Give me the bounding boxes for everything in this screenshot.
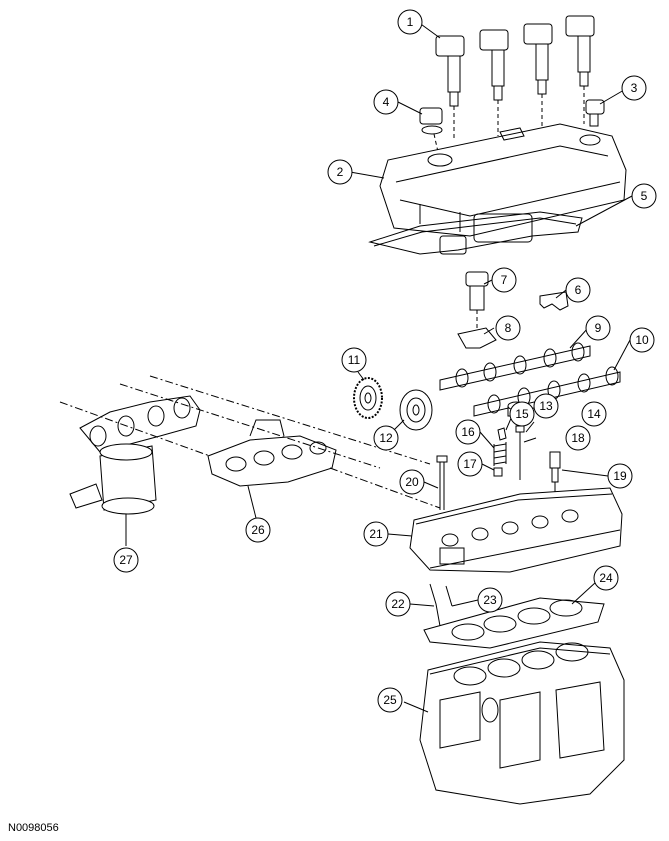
callout-8: 8 [505, 321, 512, 335]
valve-spring [493, 442, 507, 466]
callout-25: 25 [383, 693, 397, 707]
callout-1: 1 [407, 15, 414, 29]
callout-11: 11 [348, 353, 361, 367]
callout-5: 5 [641, 189, 648, 203]
valve [515, 425, 525, 480]
callout-10: 10 [635, 333, 649, 347]
callout-15: 15 [515, 407, 529, 421]
spark-plug [549, 451, 561, 492]
cylinder-block [419, 641, 625, 805]
callout-2: 2 [337, 165, 344, 179]
camshaft-bearing-cap [539, 291, 569, 311]
callout-9: 9 [595, 321, 602, 335]
callout-21: 21 [369, 527, 383, 541]
callout-12: 12 [379, 431, 393, 445]
valve-cover-gasket [368, 211, 583, 255]
oil-filler-cap [419, 107, 443, 153]
camshaft-sensor [585, 99, 605, 127]
callout-14: 14 [587, 407, 601, 421]
callout-circles [113, 9, 657, 713]
valve-keepers [497, 427, 507, 441]
callout-27: 27 [119, 553, 133, 567]
callout-23: 23 [483, 593, 497, 607]
oil-control-solenoid [465, 271, 489, 328]
valve-seal [493, 467, 503, 477]
camshaft-sprocket [353, 377, 383, 419]
valve-cover [379, 123, 627, 237]
cylinder-head [409, 487, 623, 573]
ignition-coils [435, 15, 595, 140]
callout-20: 20 [405, 475, 419, 489]
intake-camshaft [439, 342, 591, 391]
callout-22: 22 [391, 597, 405, 611]
exhaust-manifold-catalyst [69, 395, 201, 515]
callout-19: 19 [613, 469, 627, 483]
exhaust-manifold-gasket [207, 419, 337, 487]
cylinder-head-bolt [436, 455, 448, 510]
figure-id: N0098056 [8, 822, 59, 834]
camshaft-thrust-cap [457, 327, 497, 349]
callout-17: 17 [463, 457, 477, 471]
callout-26: 26 [251, 523, 265, 537]
callout-4: 4 [383, 95, 390, 109]
cylinder-head-gasket [423, 597, 605, 649]
callout-13: 13 [539, 399, 553, 413]
callout-3: 3 [631, 81, 638, 95]
callout-7: 7 [501, 273, 508, 287]
callout-6: 6 [575, 283, 582, 297]
callout-24: 24 [599, 571, 613, 585]
callout-16: 16 [461, 425, 475, 439]
dowel-pin [429, 583, 453, 627]
vct-unit [399, 389, 433, 431]
callout-18: 18 [571, 431, 585, 445]
